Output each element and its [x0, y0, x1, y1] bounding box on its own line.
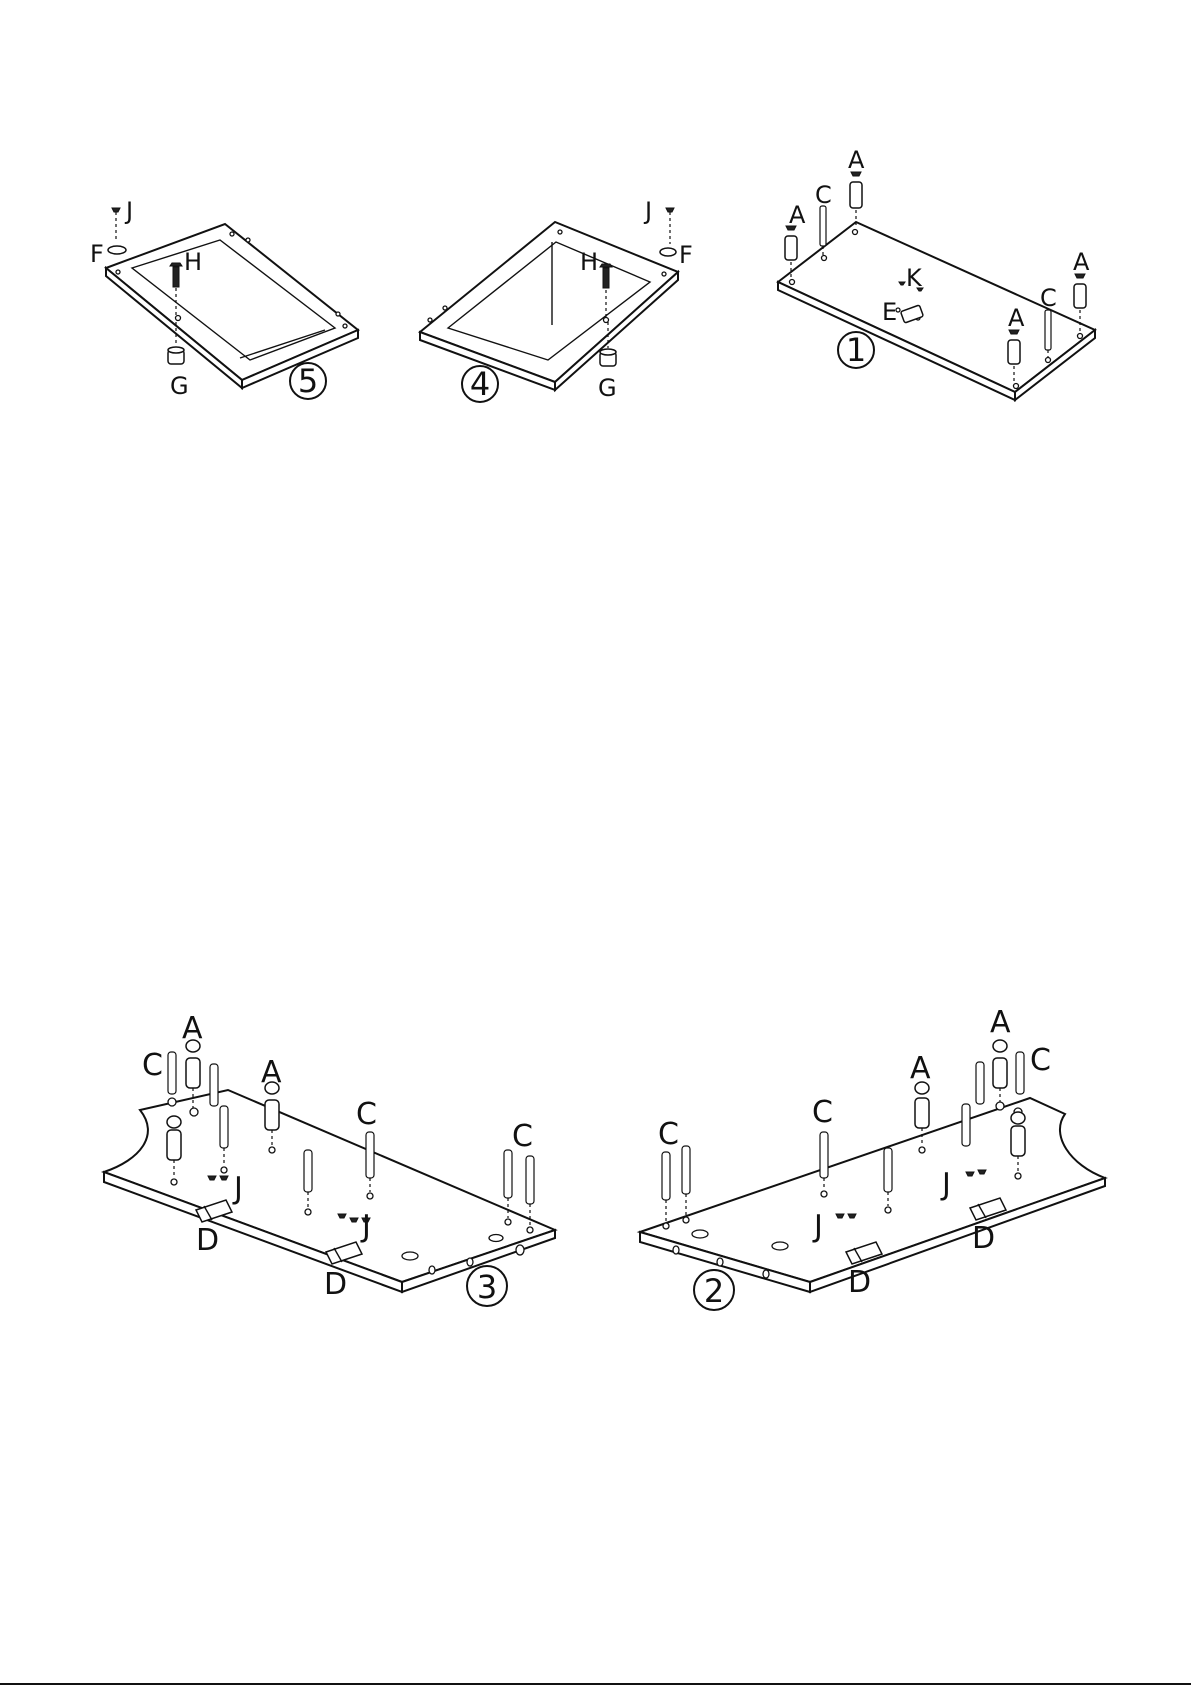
label-a: A	[990, 1005, 1011, 1040]
label-j: J	[360, 1209, 371, 1244]
step-2-diagram: A A C C C J J D D 2	[640, 1005, 1105, 1310]
part-c-dowel	[526, 1156, 534, 1226]
label-h: H	[580, 248, 598, 276]
label-a: A	[910, 1051, 931, 1086]
label-j: J	[643, 197, 652, 225]
label-c: C	[356, 1097, 377, 1132]
step-3-number: 3	[477, 1268, 497, 1306]
label-c: C	[512, 1119, 533, 1154]
label-a: A	[789, 201, 806, 229]
label-c: C	[1040, 284, 1057, 312]
label-a: A	[182, 1011, 203, 1046]
step-3-diagram: A A C C C J J D D 3	[104, 1011, 555, 1306]
label-h: H	[184, 248, 202, 276]
part-c-dowel	[682, 1146, 690, 1216]
label-d: D	[848, 1265, 871, 1300]
label-a: A	[848, 146, 865, 174]
label-d: D	[324, 1267, 347, 1302]
part-c-dowel	[976, 1062, 984, 1104]
part-a-cam	[993, 1040, 1007, 1102]
part-f-washer	[108, 246, 126, 254]
label-a: A	[261, 1055, 282, 1090]
label-g: G	[170, 372, 189, 400]
label-a: A	[1008, 304, 1025, 332]
label-c: C	[142, 1048, 163, 1083]
label-f: F	[90, 240, 104, 268]
label-f: F	[679, 241, 693, 269]
label-j: J	[812, 1209, 823, 1244]
part-c-dowel	[662, 1152, 670, 1222]
label-d: D	[972, 1221, 995, 1256]
label-d: D	[196, 1223, 219, 1258]
step-5-number: 5	[298, 362, 318, 400]
step-4-frame	[420, 222, 678, 382]
label-c: C	[812, 1095, 833, 1130]
label-k: K	[906, 264, 923, 292]
label-c: C	[1030, 1043, 1051, 1078]
part-j-screw	[112, 208, 120, 240]
label-c: C	[815, 181, 832, 209]
part-c-dowel	[210, 1064, 218, 1106]
part-c-dowel	[962, 1104, 970, 1146]
step-1-diagram: A A A A C C K E 1	[778, 146, 1095, 400]
step-2-number: 2	[704, 1272, 724, 1310]
step-5-diagram: J F H G 5	[90, 197, 358, 400]
step-4-diagram: J F H G 4	[420, 197, 693, 403]
step-4-number: 4	[470, 365, 490, 403]
label-g: G	[598, 374, 617, 402]
step-1-number: 1	[846, 331, 866, 369]
label-a: A	[1073, 248, 1090, 276]
part-j-screw	[666, 208, 674, 244]
label-j: J	[232, 1171, 243, 1206]
part-c-dowel	[168, 1052, 176, 1094]
label-j: J	[124, 197, 133, 225]
part-c-dowel	[1016, 1052, 1024, 1094]
part-f-washer	[660, 248, 676, 256]
label-c: C	[658, 1117, 679, 1152]
label-j: J	[940, 1167, 951, 1202]
label-e: E	[882, 298, 897, 326]
part-a-cam	[850, 172, 862, 228]
